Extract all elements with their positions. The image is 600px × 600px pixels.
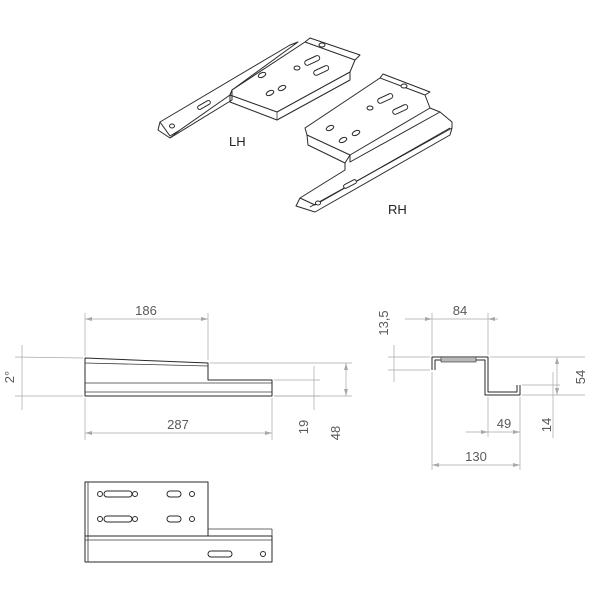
rh-slot-hole	[377, 93, 394, 104]
dim-arrow	[85, 317, 92, 321]
rh-channel-floor	[299, 127, 451, 206]
side-view: 186 287 2° 19 48	[2, 303, 352, 440]
rh-top-plate	[304, 77, 431, 156]
lh-channel-slot	[197, 100, 211, 110]
dim-arrow	[432, 463, 439, 467]
dim-arrow	[344, 389, 348, 396]
top-view	[84, 481, 273, 563]
dim-arrow	[344, 363, 348, 370]
lh-slot-hole	[304, 55, 321, 66]
dim-label-84: 84	[453, 303, 467, 318]
top-view-hole	[97, 491, 103, 497]
dim-arrow	[265, 431, 272, 435]
lh-channel-hole	[169, 123, 175, 129]
rh-oval-hole	[338, 136, 348, 144]
lh-channel-side	[169, 90, 233, 139]
lh-oval-hole	[257, 71, 267, 79]
rh-lower-channel	[295, 127, 453, 213]
lh-label: LH	[229, 134, 246, 149]
profile-outline	[431, 356, 518, 393]
top-view-hole	[189, 491, 195, 497]
rh-slot-hole	[392, 104, 409, 115]
dim-label-186: 186	[135, 303, 157, 318]
rh-plate-edge	[306, 134, 351, 164]
dim-arrow	[513, 430, 520, 434]
dim-label-48: 48	[328, 426, 343, 440]
top-view-channel	[84, 535, 273, 563]
top-view-hole	[132, 491, 138, 497]
rh-drop-face	[349, 107, 441, 163]
iso-bracket-rh: RH	[295, 73, 453, 217]
rh-round-hole	[366, 105, 374, 111]
top-view-oval	[166, 515, 182, 523]
top-view-oval	[166, 490, 182, 498]
side-view-outline	[84, 357, 273, 397]
dim-arrow	[488, 317, 495, 321]
dim-arrow	[425, 317, 432, 321]
dim-label-angle: 2°	[2, 371, 17, 383]
dim-label-14: 14	[539, 418, 554, 432]
dim-label-130: 130	[465, 449, 487, 464]
dim-arrow	[513, 463, 520, 467]
side-view-inner-line	[84, 362, 209, 367]
rh-top-flange	[379, 73, 431, 96]
lh-round-hole	[293, 65, 301, 71]
dim-arrow	[555, 357, 559, 364]
dim-label-287: 287	[167, 417, 189, 432]
dim-arrow	[555, 388, 559, 395]
dim-label-54: 54	[573, 370, 588, 384]
top-view-slot	[103, 490, 133, 498]
lh-top-flange	[304, 37, 361, 61]
lh-oval-hole	[265, 89, 275, 97]
rh-channel-slot	[343, 179, 357, 189]
rh-label: RH	[388, 202, 407, 217]
dim-label-13-5: 13,5	[376, 310, 391, 335]
dim-extension-line	[14, 356, 84, 359]
dim-label-49: 49	[497, 416, 511, 431]
lh-round-hole	[318, 42, 326, 48]
lh-oval-hole	[277, 84, 287, 92]
rh-round-hole	[400, 83, 408, 89]
top-view-channel-hole	[260, 551, 266, 557]
top-view-hole	[132, 516, 138, 522]
dim-arrow	[481, 430, 488, 434]
rh-channel-hole	[315, 200, 321, 206]
lh-top-plate	[229, 41, 356, 113]
dim-arrow	[85, 431, 92, 435]
profile-top-pad	[440, 356, 477, 363]
profile-outline-inner	[434, 359, 521, 396]
profile-view: 84 13,5 54 14 49 130	[376, 303, 588, 470]
lh-slot-hole	[313, 65, 330, 76]
rh-oval-hole	[351, 129, 361, 137]
iso-bracket-lh: LH	[157, 37, 361, 149]
top-view-hole	[97, 516, 103, 522]
dim-label-19: 19	[296, 420, 311, 434]
lh-channel-end	[157, 121, 181, 139]
top-view-plate	[84, 481, 209, 537]
top-view-channel-slot	[207, 550, 233, 558]
lh-channel-top	[159, 41, 299, 137]
dim-arrow	[201, 317, 208, 321]
rh-oval-hole	[325, 124, 335, 132]
top-view-slot	[103, 515, 133, 523]
top-view-hole	[189, 516, 195, 522]
